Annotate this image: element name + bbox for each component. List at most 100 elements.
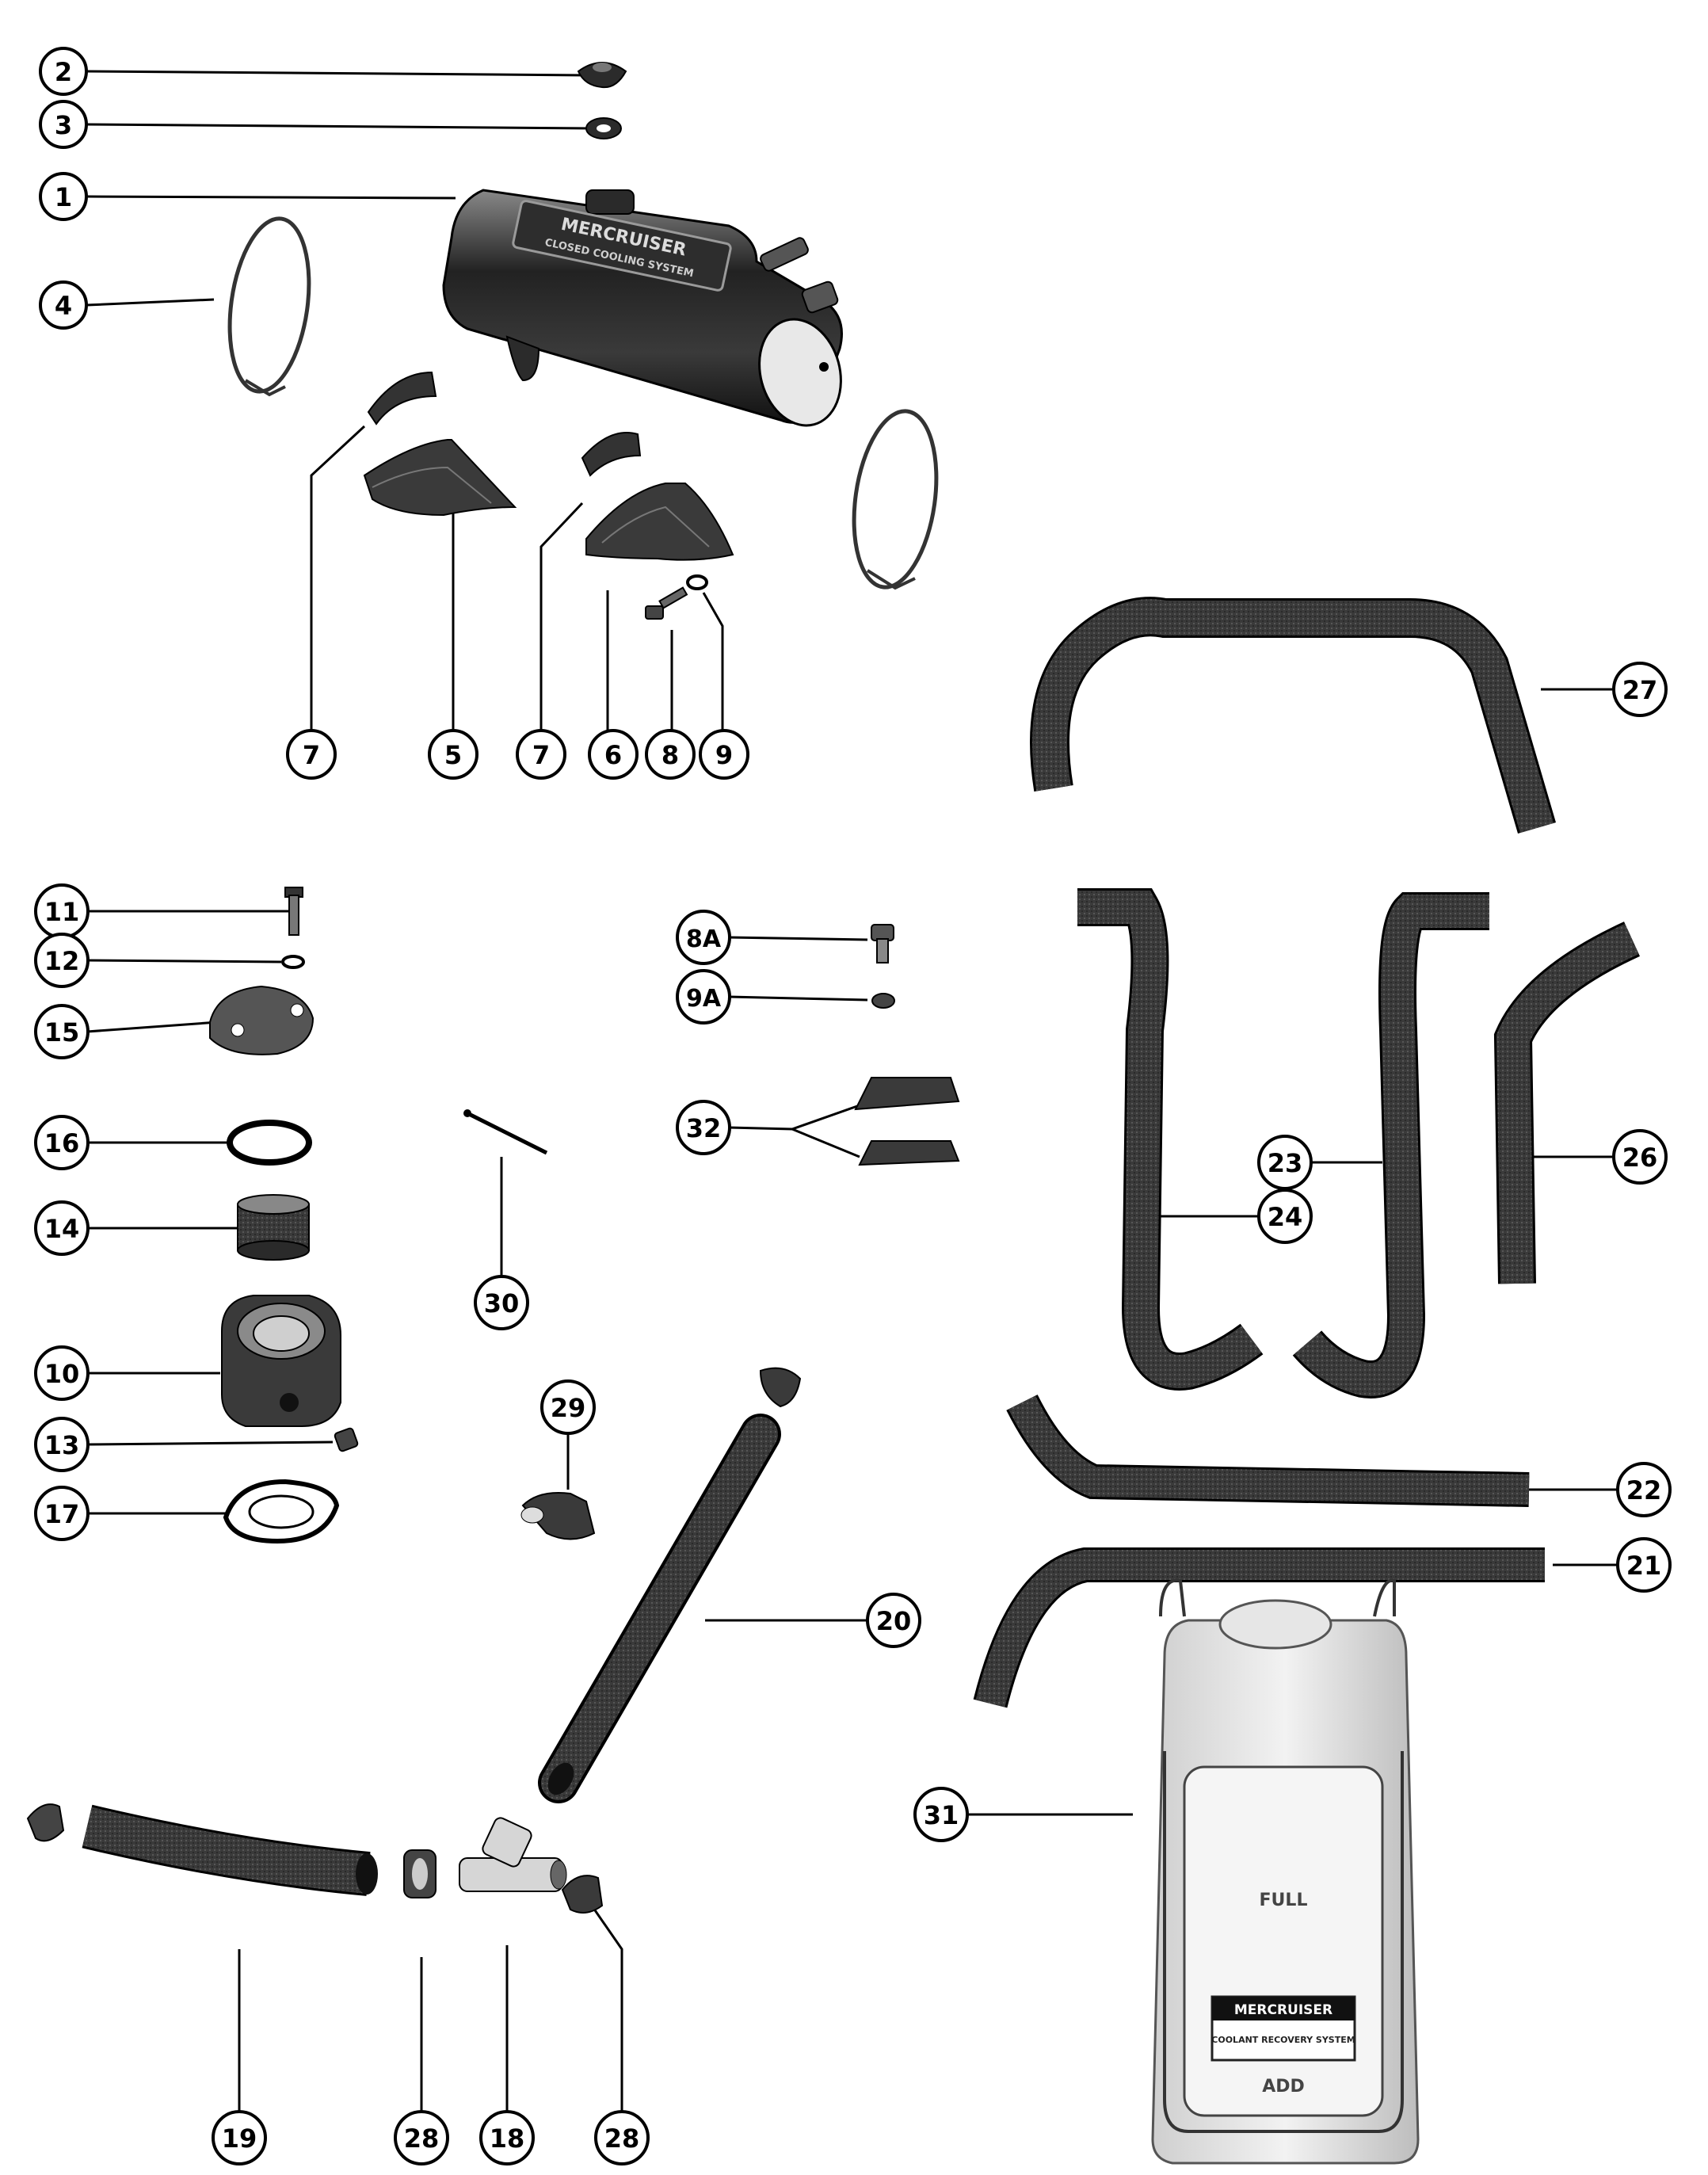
part-hose-26 <box>1493 922 1641 1284</box>
callout-28a: 28 <box>394 2110 449 2165</box>
part-thermostat-cover-15 <box>209 985 315 1055</box>
leader-12 <box>86 959 282 963</box>
part-hose-24 <box>1077 888 1264 1391</box>
callout-23: 23 <box>1257 1135 1313 1190</box>
part-coolant-reservoir-31: FULL MERCRUISER COOLANT RECOVERY SYSTEM … <box>1151 1578 1420 2165</box>
part-heat-exchanger: MERCRUISER CLOSED COOLING SYSTEM <box>442 189 843 427</box>
callout-11: 11 <box>34 883 90 939</box>
callout-7a: 7 <box>286 729 337 780</box>
leader-15 <box>86 1021 219 1033</box>
svg-text:7: 7 <box>532 740 550 770</box>
callout-9: 9 <box>699 729 749 780</box>
leader-9A <box>728 995 868 1002</box>
part-tube-20 <box>538 1414 781 1803</box>
callout-31: 31 <box>913 1787 969 1842</box>
callout-1: 1 <box>39 172 88 221</box>
svg-text:23: 23 <box>1268 1148 1303 1178</box>
callout-14: 14 <box>34 1200 90 1256</box>
reservoir-brand-label: MERCRUISER <box>1234 2002 1332 2018</box>
svg-text:28: 28 <box>404 2123 440 2154</box>
callout-4: 4 <box>39 280 88 330</box>
svg-text:9A: 9A <box>686 985 722 1013</box>
reservoir-full-label: FULL <box>1260 1891 1308 1910</box>
callout-20: 20 <box>866 1593 921 1648</box>
callout-16: 16 <box>34 1115 90 1170</box>
svg-text:5: 5 <box>444 740 462 770</box>
leader-9 <box>702 592 724 745</box>
leader-lines <box>86 70 1620 2112</box>
leader-7a <box>310 425 366 745</box>
reservoir-add-label: ADD <box>1262 2077 1305 2097</box>
svg-text:9: 9 <box>715 740 733 770</box>
svg-text:17: 17 <box>44 1499 80 1529</box>
reservoir-panel-text: COOLANT RECOVERY SYSTEM <box>1211 2035 1355 2045</box>
callout-13: 13 <box>34 1417 90 1472</box>
part-pressure-cap <box>577 62 627 89</box>
svg-text:21: 21 <box>1626 1551 1662 1581</box>
svg-text:31: 31 <box>924 1800 959 1830</box>
svg-text:1: 1 <box>55 182 72 212</box>
svg-text:13: 13 <box>44 1430 80 1460</box>
part-hose-fitting-left <box>26 1803 65 1842</box>
callout-7b: 7 <box>516 729 566 780</box>
part-pin-30 <box>463 1109 548 1155</box>
callout-2: 2 <box>39 47 88 96</box>
leader-28b <box>585 1897 623 2112</box>
callout-29: 29 <box>540 1379 596 1435</box>
svg-text:32: 32 <box>686 1113 722 1143</box>
svg-text:18: 18 <box>490 2123 525 2154</box>
leader-13 <box>86 1440 334 1446</box>
callout-3: 3 <box>39 100 88 149</box>
callout-9A: 9A <box>676 969 731 1025</box>
callout-30: 30 <box>474 1275 529 1330</box>
part-hose-21 <box>973 1547 1545 1708</box>
part-tee-fitting-18 <box>459 1817 567 1892</box>
svg-text:29: 29 <box>551 1393 586 1423</box>
part-hose-23 <box>1292 892 1489 1398</box>
part-clamp-28a <box>403 1849 437 1898</box>
leader-32b <box>791 1128 860 1158</box>
part-sleeve-14 <box>237 1194 310 1261</box>
svg-text:26: 26 <box>1622 1143 1658 1173</box>
part-washer-9A <box>871 993 895 1009</box>
callouts: 2 3 1 4 7 5 7 6 8 9 27 11 12 15 16 14 10… <box>34 47 1672 2165</box>
callout-15: 15 <box>34 1004 90 1059</box>
part-bolt-8 <box>645 586 688 620</box>
part-hose-clamp-right <box>852 409 939 590</box>
part-hose-27 <box>1030 597 1556 834</box>
svg-text:16: 16 <box>44 1128 80 1158</box>
leader-32a <box>728 1104 860 1131</box>
leader-7b <box>539 502 584 745</box>
callout-5: 5 <box>428 729 478 780</box>
callout-22: 22 <box>1616 1462 1672 1517</box>
svg-text:22: 22 <box>1626 1475 1662 1505</box>
part-hose-clamp-left <box>227 216 311 397</box>
part-hose-22 <box>1006 1394 1530 1507</box>
part-plug-13 <box>334 1427 359 1452</box>
part-thermostat-housing-10 <box>221 1295 341 1427</box>
svg-text:8: 8 <box>661 740 679 770</box>
callout-32: 32 <box>676 1100 731 1155</box>
part-clips-32 <box>854 1077 960 1166</box>
svg-text:30: 30 <box>484 1288 520 1318</box>
part-washer-12 <box>281 955 305 969</box>
svg-text:7: 7 <box>303 740 320 770</box>
callout-27: 27 <box>1612 662 1668 717</box>
callout-10: 10 <box>34 1345 90 1401</box>
callout-17: 17 <box>34 1486 90 1541</box>
part-bolt-11 <box>284 887 303 936</box>
callout-8A: 8A <box>676 910 731 965</box>
svg-text:6: 6 <box>604 740 622 770</box>
svg-text:2: 2 <box>55 57 72 87</box>
part-gasket-17 <box>223 1479 340 1544</box>
svg-text:20: 20 <box>876 1606 912 1636</box>
svg-text:15: 15 <box>44 1017 80 1047</box>
callout-18: 18 <box>479 2110 535 2165</box>
part-hose-19 <box>82 1804 378 1896</box>
part-bolt-8A <box>871 924 894 963</box>
leader-4 <box>86 298 215 307</box>
part-clamp-28b <box>561 1875 604 1914</box>
callout-21: 21 <box>1616 1537 1672 1593</box>
